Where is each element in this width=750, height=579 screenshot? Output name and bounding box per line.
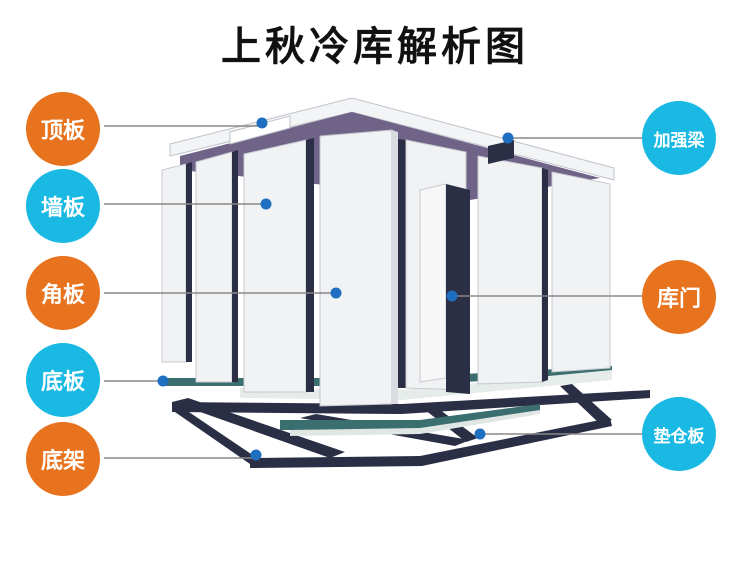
label-door: 库门 <box>642 260 716 334</box>
reinforce-beam <box>488 140 514 164</box>
corner-panel <box>319 129 398 407</box>
label-top-panel: 顶板 <box>26 92 100 166</box>
label-pad-board: 垫仓板 <box>642 397 716 471</box>
label-reinforce-beam: 加强梁 <box>642 101 716 175</box>
cold-room-door <box>419 183 470 394</box>
leader-lines <box>104 125 648 459</box>
label-base-frame: 底架 <box>26 422 100 496</box>
page-title: 上秋冷库解析图 <box>221 24 529 70</box>
anchor-dots <box>157 117 514 461</box>
label-floor-panel: 底板 <box>26 343 100 417</box>
label-wall-panel: 墙板 <box>26 169 100 243</box>
label-corner-panel: 角板 <box>26 256 100 330</box>
